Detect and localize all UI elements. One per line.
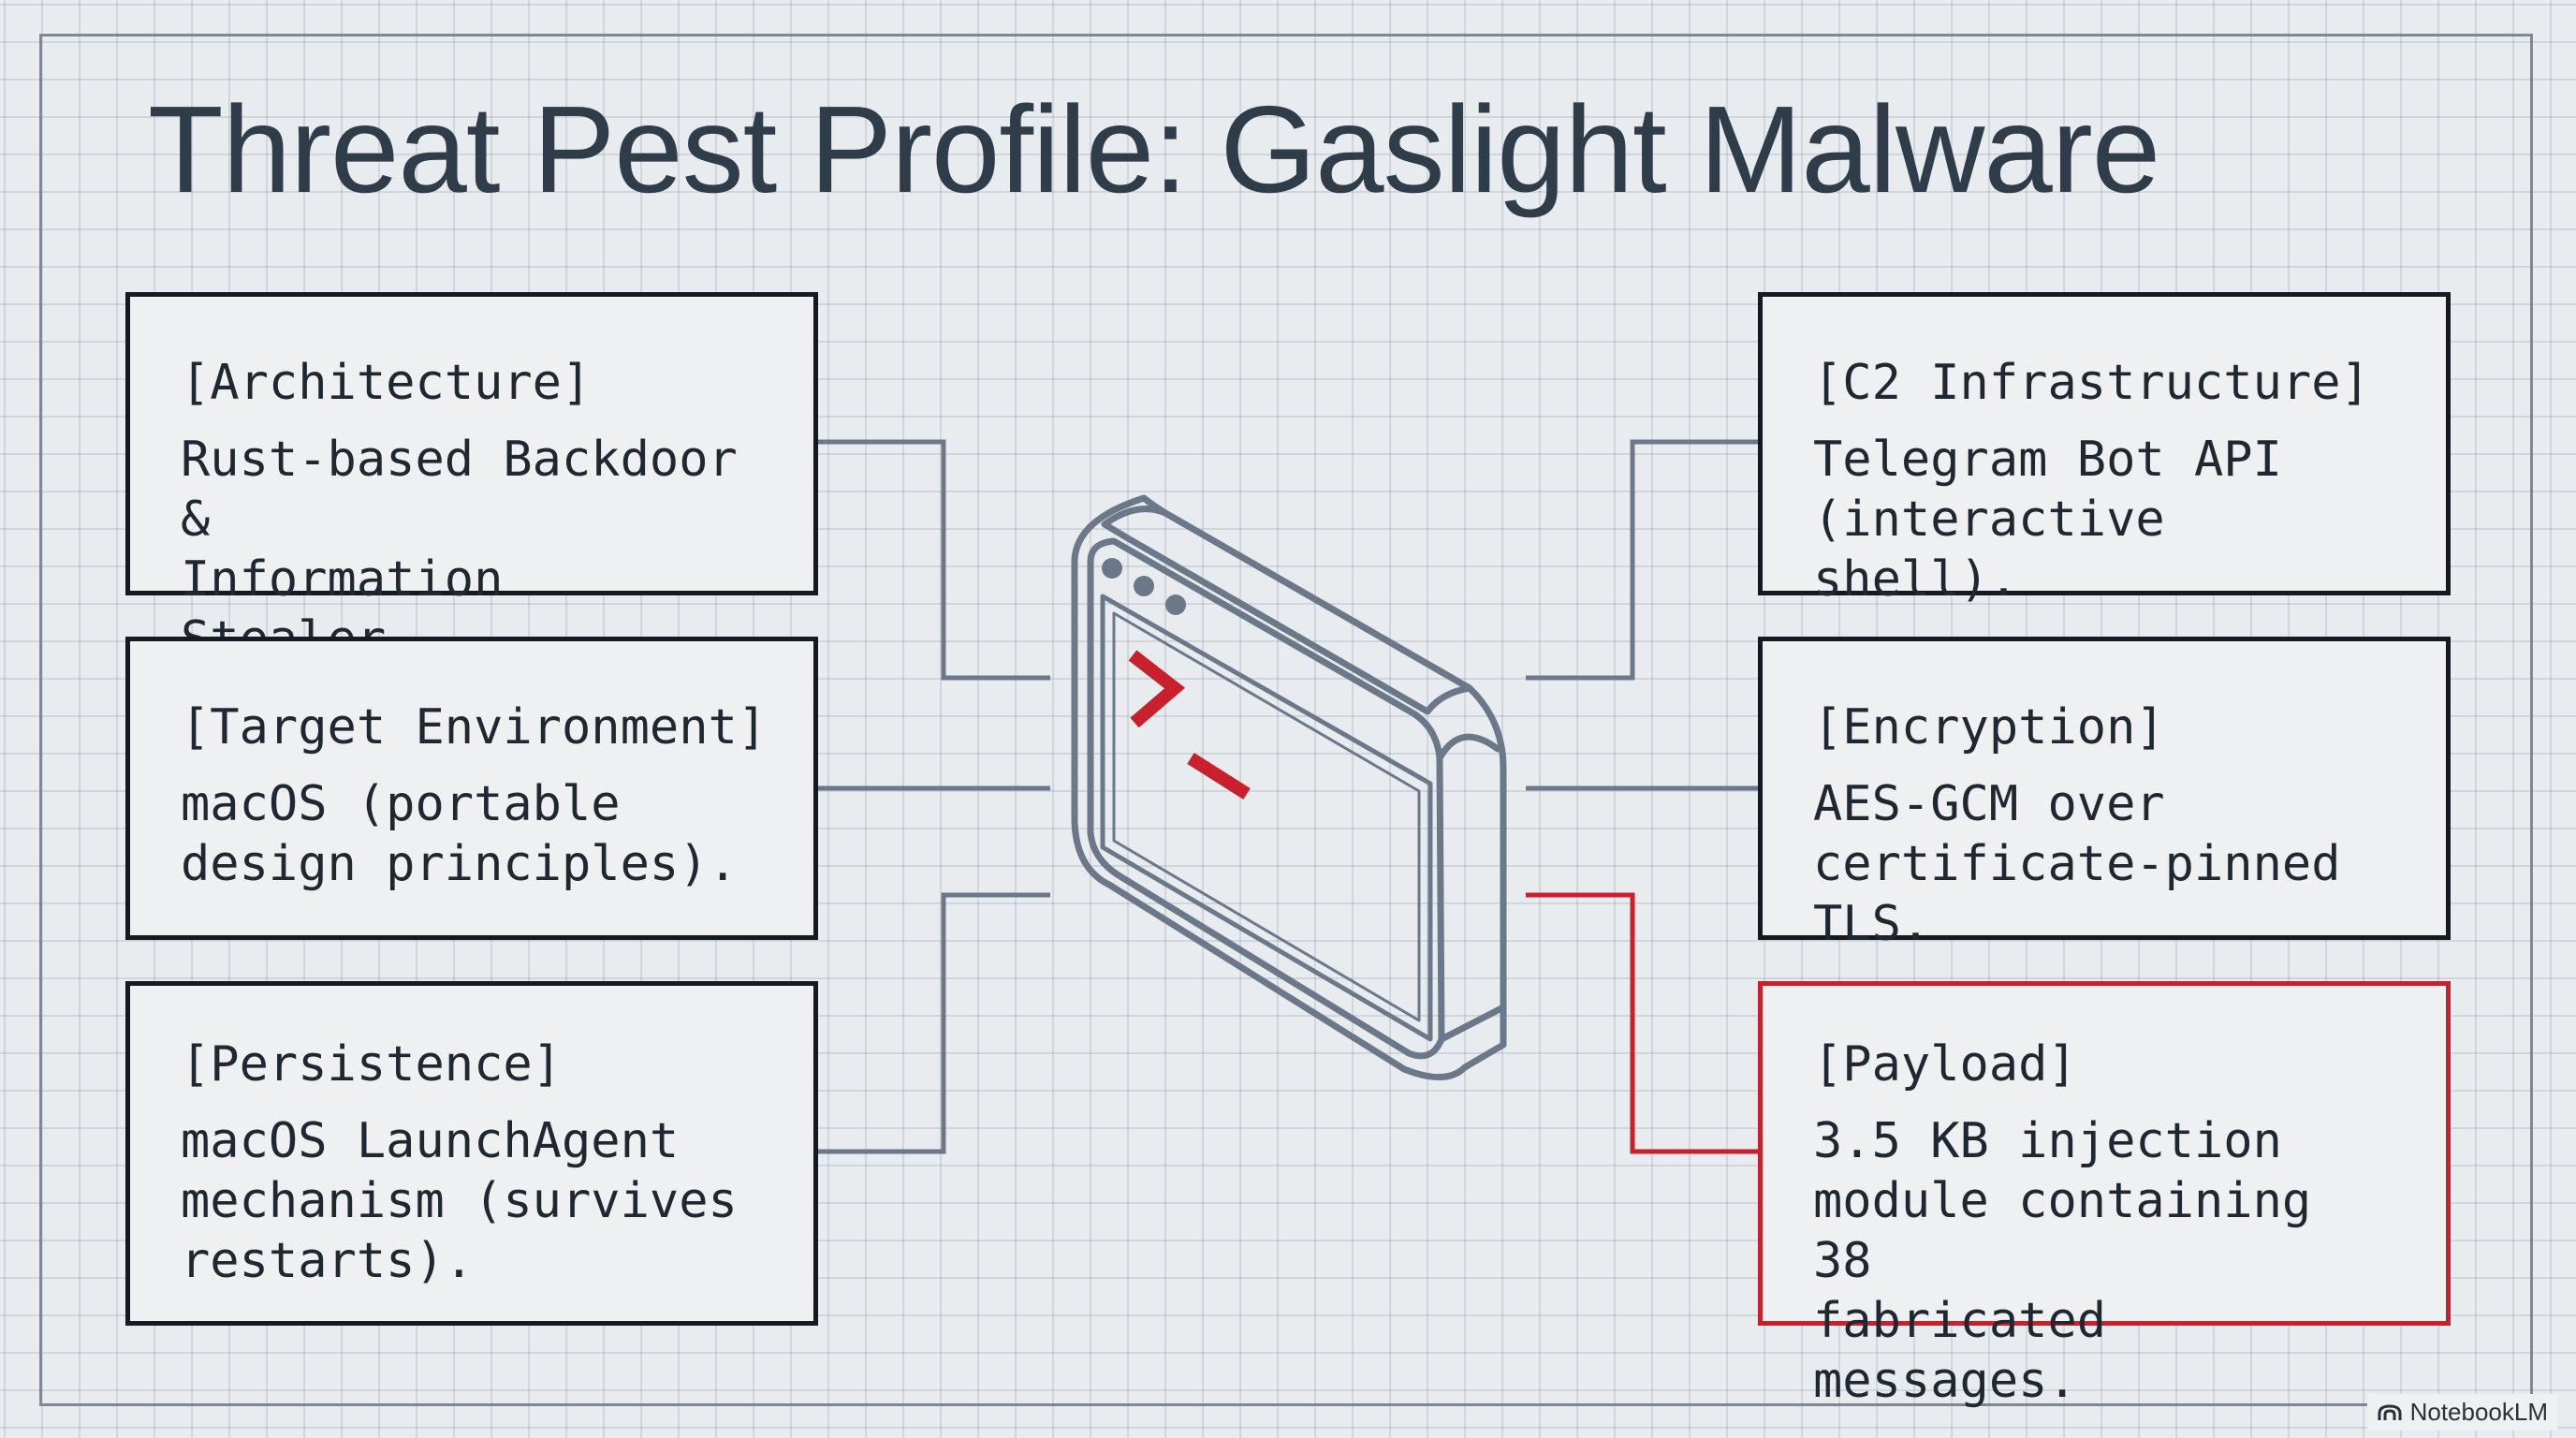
card-architecture: [Architecture] Rust-based Backdoor & Inf… — [125, 292, 818, 668]
card-label: [Encryption] — [1813, 699, 2165, 756]
card-label: [C2 Infrastructure] — [1813, 355, 2370, 411]
card-text: Telegram Bot API (interactive shell). — [1813, 432, 2282, 608]
connector-payload — [1526, 892, 1760, 1154]
page-title: Threat Pest Profile: Gaslight Malware — [148, 81, 2160, 218]
card-label: [Target Environment] — [181, 699, 768, 756]
card-text: macOS LaunchAgent mechanism (survives re… — [181, 1113, 738, 1289]
card-text: macOS (portable design principles). — [181, 776, 738, 892]
watermark: NotebookLM — [2366, 1394, 2557, 1431]
card-text: Rust-based Backdoor & Information Steale… — [181, 432, 738, 668]
card-label: [Persistence] — [181, 1036, 562, 1093]
card-text: AES-GCM over certificate-pinned TLS. — [1813, 776, 2341, 952]
diagram-frame — [39, 34, 2533, 1406]
card-label: [Payload] — [1813, 1036, 2077, 1093]
notebooklm-logo-icon — [2378, 1403, 2402, 1420]
card-label: [Architecture] — [181, 355, 592, 411]
card-c2-infrastructure: [C2 Infrastructure] Telegram Bot API (in… — [1758, 292, 2451, 608]
connector-c2-infrastructure — [1526, 439, 1760, 681]
card-payload: [Payload] 3.5 KB injection module contai… — [1758, 981, 2451, 1409]
card-text: 3.5 KB injection module containing 38 fa… — [1813, 1113, 2312, 1409]
watermark-text: NotebookLM — [2409, 1398, 2548, 1426]
card-persistence: [Persistence] macOS LaunchAgent mechanis… — [125, 981, 818, 1326]
connector-architecture — [816, 439, 1050, 681]
card-encryption: [Encryption] AES-GCM over certificate-pi… — [1758, 637, 2451, 952]
card-target-environment: [Target Environment] macOS (portable des… — [125, 637, 818, 940]
connector-persistence — [816, 892, 1050, 1154]
